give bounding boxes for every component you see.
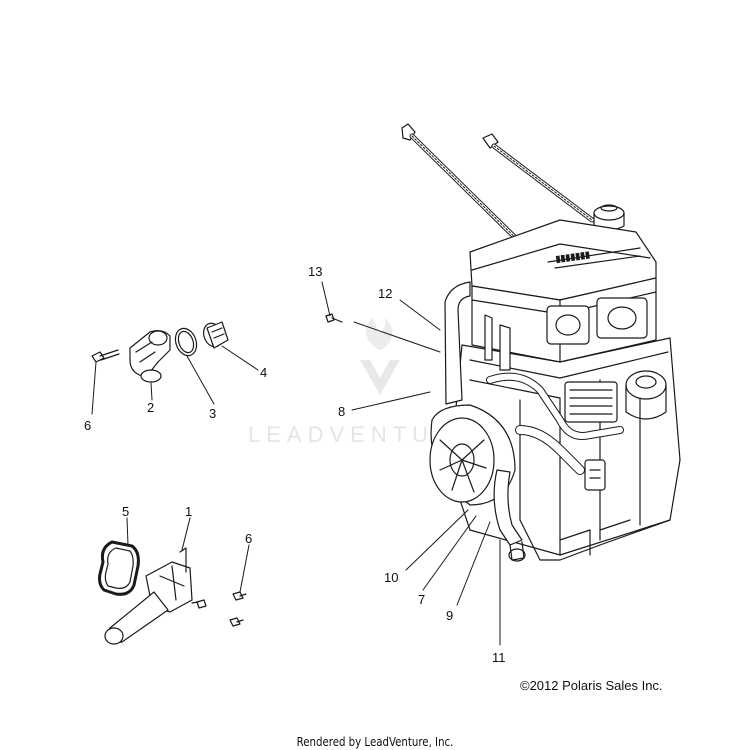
oil-filter[interactable] <box>625 370 667 420</box>
upper-coolant-hose[interactable] <box>444 281 471 405</box>
water-outlet-housing[interactable] <box>104 547 193 645</box>
bolt-6-lower-a[interactable] <box>191 599 207 609</box>
callout-1: 1 <box>185 504 192 519</box>
svg-text:▮▮▮▮▮▮▮: ▮▮▮▮▮▮▮ <box>555 249 591 264</box>
callout-7: 7 <box>418 592 425 607</box>
callout-6-upper: 6 <box>84 418 91 433</box>
rendered-by-text: Rendered by LeadVenture, Inc. <box>296 735 454 749</box>
copyright-text: ©2012 Polaris Sales Inc. <box>520 678 663 693</box>
callout-labels: 13 12 8 10 7 9 11 6 2 3 4 5 1 6 <box>84 264 506 665</box>
stator-cover[interactable] <box>429 404 516 506</box>
engine-assembly: ▮▮▮▮▮▮▮ <box>401 123 681 562</box>
callout-8: 8 <box>338 404 345 419</box>
bolt-6-upper[interactable] <box>91 349 120 363</box>
thermostat-gasket[interactable] <box>172 325 200 358</box>
callout-4: 4 <box>260 365 267 380</box>
lower-coolant-hose[interactable] <box>493 469 523 546</box>
outlet-gasket[interactable] <box>98 540 140 596</box>
thermostat[interactable] <box>200 321 229 350</box>
leader-lines <box>91 281 501 646</box>
callout-6-lower: 6 <box>245 531 252 546</box>
callout-2: 2 <box>147 400 154 415</box>
callout-5: 5 <box>122 504 129 519</box>
callout-12: 12 <box>378 286 392 301</box>
callout-9: 9 <box>446 608 453 623</box>
spark-plug-cable-2[interactable] <box>482 133 595 223</box>
callout-11: 11 <box>492 650 506 665</box>
callout-3: 3 <box>209 406 216 421</box>
bolt-6-lower-b[interactable] <box>232 591 247 601</box>
bolt-13[interactable] <box>325 313 343 323</box>
oil-cooler[interactable] <box>564 381 618 423</box>
callout-10: 10 <box>384 570 398 585</box>
thermostat-housing[interactable] <box>129 330 171 383</box>
callout-13: 13 <box>308 264 322 279</box>
bolt-6-lower-c[interactable] <box>229 617 244 627</box>
